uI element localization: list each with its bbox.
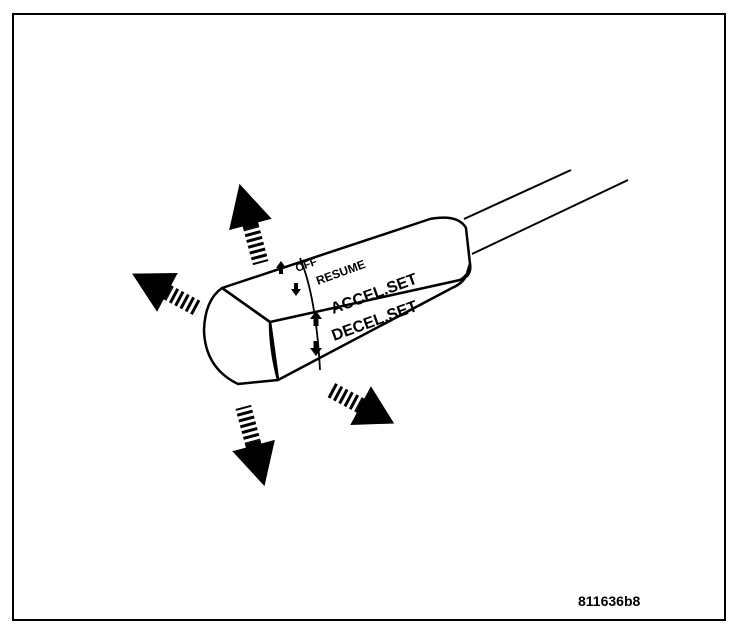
arrow-right-icon <box>326 382 395 426</box>
arrow-down-icon <box>232 404 275 487</box>
arrow-up-icon <box>229 183 272 266</box>
arrow-down-small-1 <box>291 283 301 296</box>
arrow-up-small-1 <box>276 261 286 274</box>
arrow-down-small-2 <box>310 341 322 356</box>
lever-small-arrows <box>276 261 322 356</box>
figure-id: 811636b8 <box>578 593 640 609</box>
frame-border <box>12 13 726 621</box>
arrow-left-icon <box>132 272 203 317</box>
lever-body <box>202 216 472 386</box>
lever-stalk <box>463 169 629 255</box>
arrow-up-small-2 <box>310 311 322 326</box>
